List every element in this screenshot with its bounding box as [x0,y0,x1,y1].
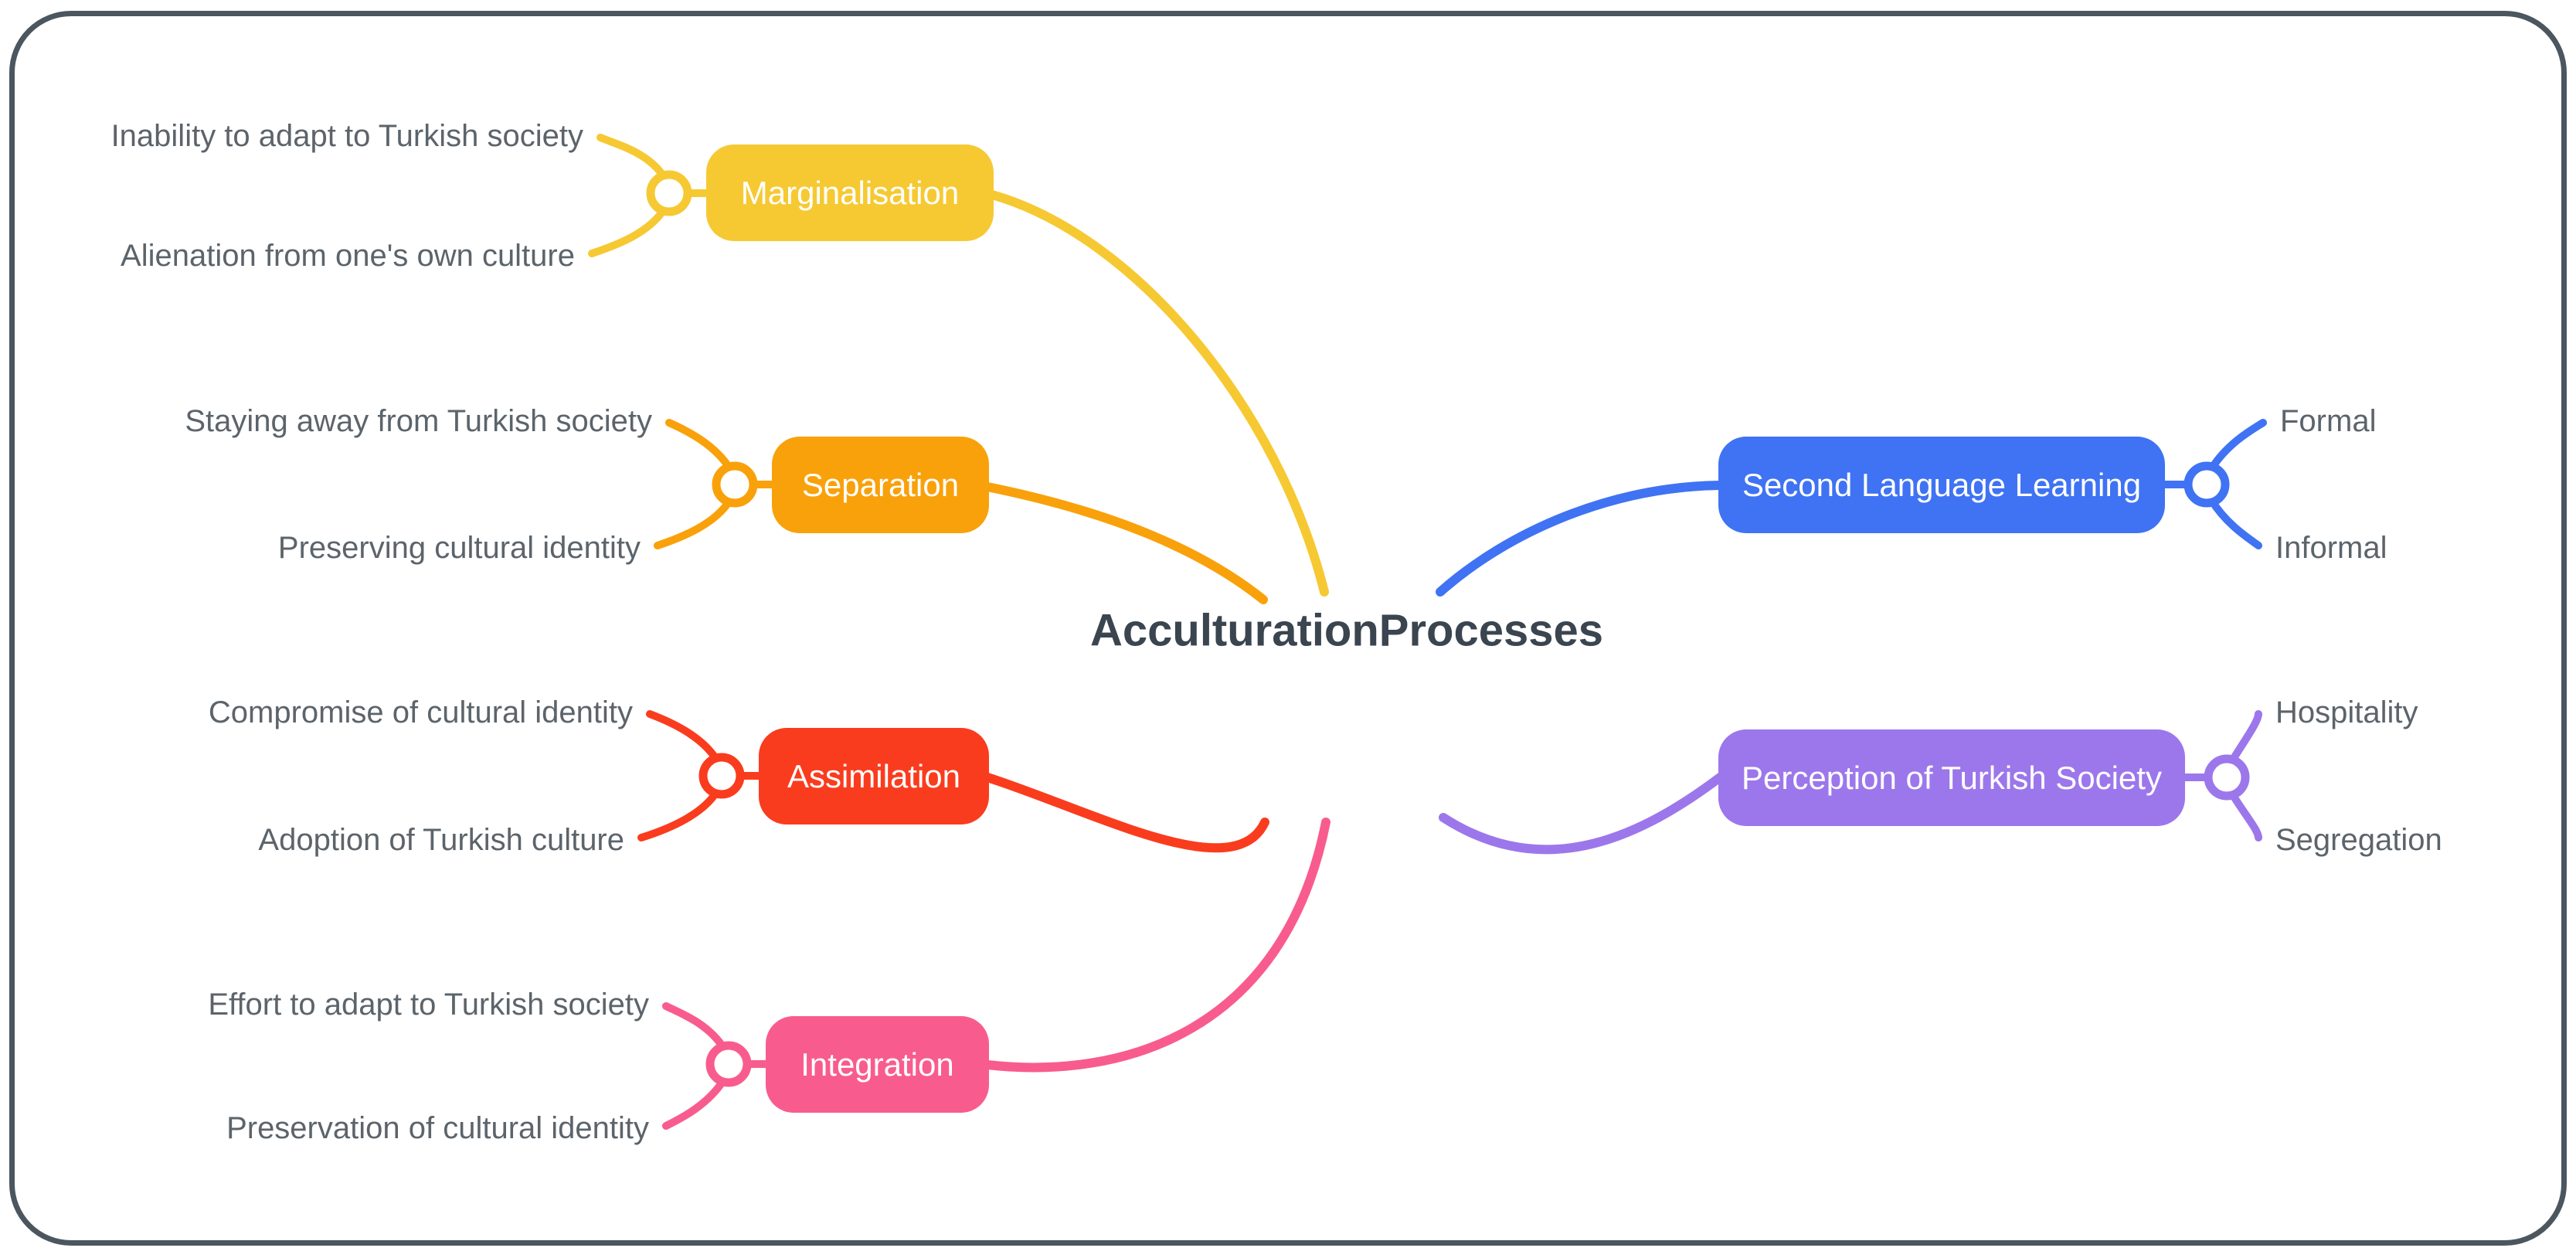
branch-node-assimilation[interactable]: Assimilation [759,728,989,824]
branch-curve [983,773,1269,853]
leaf-node[interactable]: Informal [2275,531,2387,565]
leaf-node[interactable]: Formal [2280,404,2377,438]
leaf-node[interactable]: Effort to adapt to Turkish society [208,988,649,1022]
branch-ring [712,461,758,508]
leaf-connector [596,134,668,182]
leaf-node[interactable]: Preservation of cultural identity [226,1111,649,1145]
leaf-connector [2228,710,2262,766]
branch-ring [705,1041,752,1087]
leaf-node[interactable]: Staying away from Turkish society [185,404,652,438]
leaf-node[interactable]: Segregation [2275,823,2442,857]
leaf-connector [665,419,734,473]
branch-node-integration[interactable]: Integration [766,1016,989,1113]
branch-ring [2183,461,2230,508]
leaf-connector [637,787,721,842]
branch-ring [698,753,745,799]
branch-ring [2204,754,2250,801]
leaf-node[interactable]: Hospitality [2275,695,2418,729]
leaf-connector [646,710,721,764]
leaf-node[interactable]: Adoption of Turkish culture [258,823,624,857]
branch-curve [983,818,1330,1073]
leaf-connector [2207,419,2267,473]
leaf-node[interactable]: Compromise of cultural identity [208,695,633,729]
leaf-connector [662,1002,728,1052]
leaf-connector [2207,496,2262,549]
leaf-connector [662,1076,728,1130]
branch-curve [983,482,1268,604]
branch-curve [1436,481,1725,597]
leaf-node[interactable]: Inability to adapt to Turkish society [110,119,583,153]
leaf-node[interactable]: Preserving cultural identity [277,531,641,565]
leaf-connector [588,205,668,257]
branch-curve [1439,773,1725,855]
branch-curve [987,190,1329,597]
branch-node-marginalisation[interactable]: Marginalisation [706,144,994,241]
leaf-node[interactable]: Alienation from one's own culture [121,239,575,273]
root-node[interactable]: AcculturationProcesses [1089,605,1604,656]
leaf-connector [2228,789,2262,842]
branch-ring [646,170,692,216]
branch-node-perception-of-turkish-society[interactable]: Perception of Turkish Society [1718,729,2185,826]
leaf-connector [654,496,734,549]
branch-node-second-language-learning[interactable]: Second Language Learning [1718,437,2165,533]
branch-node-separation[interactable]: Separation [772,437,989,533]
